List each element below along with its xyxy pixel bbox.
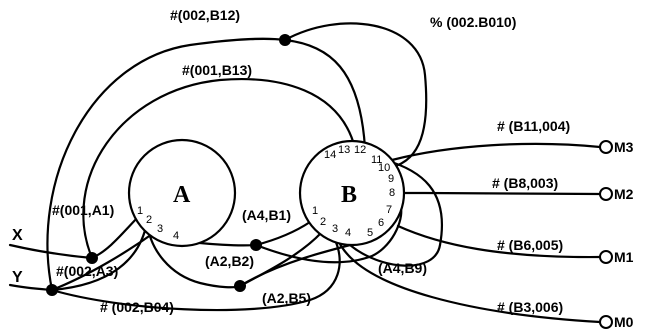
wire-b11-m3 (390, 142, 602, 162)
wire-label: (A4,B1) (242, 207, 291, 223)
chip-b-pin: 8 (389, 187, 395, 199)
chip-b-pin: 9 (388, 173, 394, 185)
junction-dot (234, 280, 246, 292)
junction-dot (279, 34, 291, 46)
chip-b-pin: 10 (378, 162, 390, 174)
wire-label: % (002.B010) (430, 14, 516, 30)
chip-b: B 1 2 3 4 5 6 7 8 9 10 11 12 13 14 (298, 139, 406, 247)
terminal-m0 (599, 315, 613, 329)
output-m2-label: M2 (614, 186, 634, 202)
chip-a-pin: 2 (146, 214, 152, 226)
wire-label: #(002,A3) (56, 263, 118, 279)
wire-under-a (50, 220, 149, 292)
junction-dot (46, 284, 58, 296)
wire-002-b12 (46, 37, 367, 292)
wire-002-a3 (50, 230, 157, 292)
chip-a: A 1 2 3 4 (127, 138, 237, 248)
wire-002-b010 (283, 22, 428, 169)
wire-label: # (B11,004) (497, 118, 570, 134)
chip-b-pin: 5 (367, 227, 373, 239)
wire-labels: #(002,B12) % (002.B010) #(001,B13) # (B1… (52, 7, 570, 315)
wire-label: # (B6,005) (497, 237, 563, 253)
terminal-m3 (599, 140, 613, 154)
chip-b-pin: 7 (386, 204, 392, 216)
junction-dot (250, 239, 262, 251)
wire-a2-b2 (145, 220, 324, 289)
output-m0-label: M0 (614, 314, 634, 330)
junction-dot (86, 252, 98, 264)
output-terminals (599, 140, 613, 329)
wire-002-b04 (50, 238, 341, 312)
chip-b-body (298, 139, 406, 247)
chip-b-pin: 13 (338, 144, 350, 156)
wire-label: #(001,A1) (52, 202, 114, 218)
wire-001-a1 (90, 213, 142, 260)
junctions (46, 34, 291, 296)
wire-a4-b9 (254, 203, 403, 264)
chip-b-pin: 2 (320, 216, 326, 228)
chip-a-body (127, 138, 237, 248)
chip-a-label: A (173, 182, 191, 208)
wire-label: # (002,B04) (100, 299, 174, 315)
input-x-label: X (12, 227, 23, 244)
chip-b-pin: 3 (332, 223, 338, 235)
wire-label: (A2,B2) (205, 253, 254, 269)
chip-b-pin: 14 (324, 149, 336, 161)
wire-b8-m2 (402, 191, 602, 196)
wire-label: (A2,B5) (262, 290, 311, 306)
input-y-label: Y (12, 269, 23, 286)
output-m1-label: M1 (614, 249, 634, 265)
wire-label: (A4,B9) (378, 260, 427, 276)
chip-b-pin: 1 (312, 205, 318, 217)
chip-a-pin: 3 (157, 223, 163, 235)
wire-b3-m0 (336, 238, 602, 324)
chip-b-pin: 12 (354, 144, 366, 156)
wire-001-b13 (82, 78, 357, 260)
wire-label: #(002,B12) (170, 7, 240, 23)
chip-b-pin: 4 (345, 227, 351, 239)
wire-002-b10-return (348, 158, 443, 267)
output-m3-label: M3 (614, 139, 634, 155)
chip-b-pin: 6 (378, 217, 384, 229)
wire-label: # (B8,003) (492, 175, 558, 191)
chip-b-pin: 11 (371, 154, 382, 166)
wire-b6-m1 (396, 224, 602, 259)
chip-a-pin: 4 (173, 230, 179, 242)
terminal-m2 (599, 187, 613, 201)
wire-x (8, 243, 94, 260)
chip-b-label: B (341, 182, 357, 208)
wire-label: #(001,B13) (182, 62, 252, 78)
wire-label: # (B3,006) (497, 299, 563, 315)
terminal-m1 (599, 250, 613, 264)
chip-a-pin: 1 (137, 205, 143, 217)
